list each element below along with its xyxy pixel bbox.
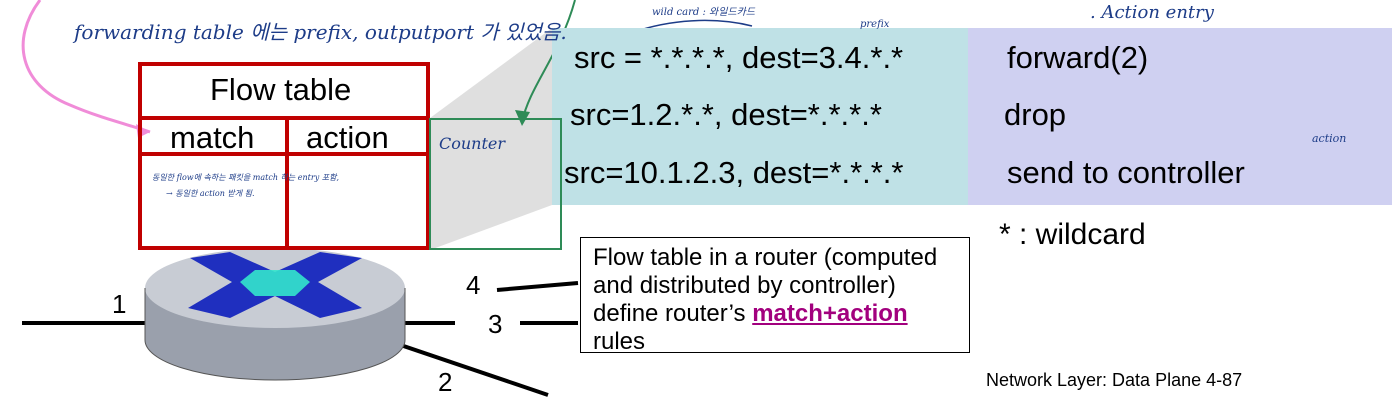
router (144, 248, 406, 381)
flow-table-callout: Flow table in a router (computed and dis… (580, 237, 970, 355)
flow-table-title: Flow table (210, 72, 352, 107)
rule-3-action: send to controller (1007, 155, 1245, 190)
wildcard-legend: * : wildcard (999, 218, 1146, 251)
action-brace-label: action (1312, 132, 1347, 145)
pink-arrow (21, 0, 151, 134)
port-4-label: 4 (466, 270, 481, 300)
match-note-line1: 동일한 flow에 속하는 패킷을 match 하는 entry 포함, (152, 173, 340, 182)
action-entry-annotation: . Action entry (1090, 2, 1214, 23)
action-column (968, 28, 1392, 205)
callout-highlight: match+action (752, 300, 908, 327)
callout-text-end: rules (593, 328, 646, 355)
counter-box: Counter (429, 118, 562, 250)
rule-2-match: src=1.2.*.*, dest=*.*.*.* (570, 97, 882, 132)
port-3-label: 3 (488, 309, 503, 339)
counter-label: Counter (439, 134, 506, 153)
flow-table: Flow table match action 동일한 flow에 속하는 패킷… (138, 62, 430, 250)
wildcard-annotation: wild card : 와일드카드 (652, 7, 756, 18)
rule-3-match: src=10.1.2.3, dest=*.*.*.* (564, 155, 904, 190)
slide-footer: Network Layer: Data Plane 4-87 (986, 370, 1243, 390)
top-left-note: forwarding table 에는 prefix, outputport 가… (74, 20, 567, 44)
rule-2-action: drop (1004, 97, 1067, 132)
projection-wedge (430, 28, 552, 250)
prefix-annotation: prefix (860, 19, 890, 30)
green-arrow (521, 0, 576, 123)
rule-1-action: forward(2) (1007, 40, 1149, 75)
match-column (552, 28, 968, 205)
flow-table-match-header: match (170, 120, 255, 155)
port-2-label: 2 (438, 367, 453, 397)
rules-table: src = *.*.*.*, dest=3.4.*.* forward(2) s… (552, 28, 1392, 205)
rule-1-match: src = *.*.*.*, dest=3.4.*.* (574, 40, 904, 75)
port-4-line (496, 281, 579, 292)
match-note-line2: → 동일한 action 받게 됨. (166, 189, 255, 198)
wildcard-arc (639, 19, 753, 31)
callout-text: Flow table in a router (computed and dis… (593, 244, 938, 327)
flow-table-action-header: action (306, 120, 389, 155)
port-1-label: 1 (112, 289, 127, 319)
port-2-line (379, 336, 549, 397)
